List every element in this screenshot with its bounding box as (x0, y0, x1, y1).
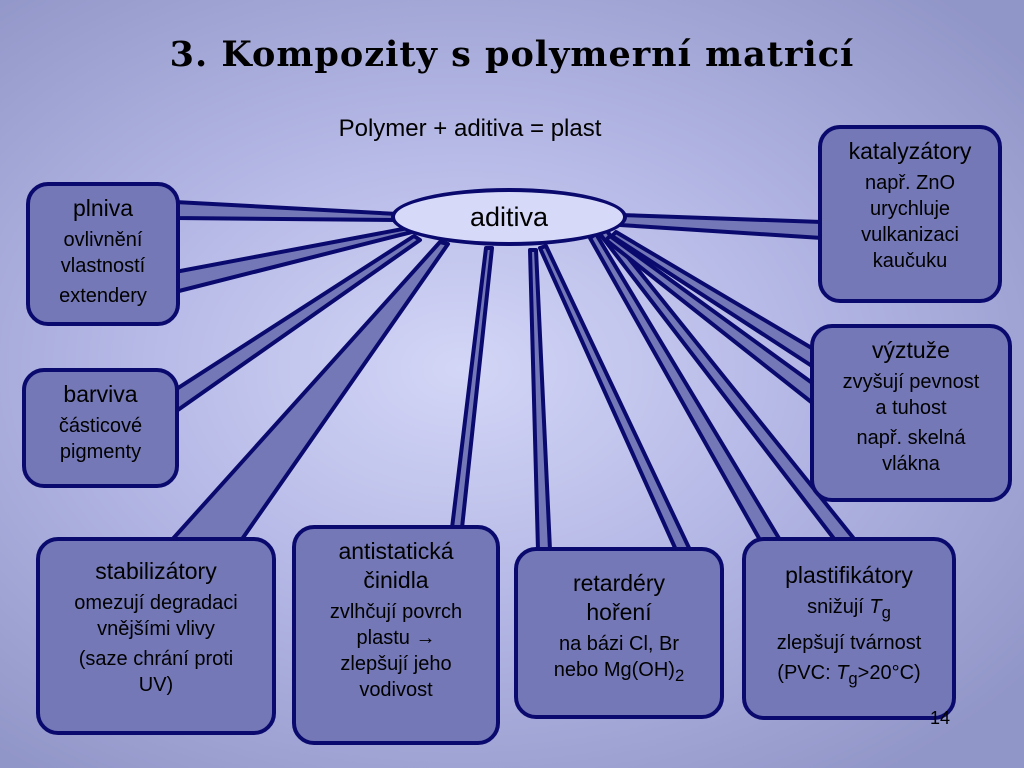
box-plniva-text: ovlivnění (63, 229, 143, 251)
box-stabilizatory: stabilizátory omezují degradaci vnějšími… (36, 537, 276, 735)
slide-subtitle: Polymer + aditiva = plast (338, 115, 602, 142)
box-katalyzatory: katalyzátory např. ZnO urychluje vulkani… (818, 125, 1002, 303)
box-plniva-text: extendery (59, 285, 147, 307)
box-stabilizatory-text: UV) (138, 674, 174, 696)
connector-stabilizatory (168, 240, 450, 544)
hub-aditiva: aditiva (391, 188, 627, 246)
box-antistaticka-heading: činidla (363, 567, 429, 593)
hub-label: aditiva (469, 201, 549, 232)
box-stabilizatory-heading: stabilizátory (95, 558, 217, 584)
box-plniva-text: vlastností (60, 255, 146, 277)
box-vyztuze-text: a tuhost (875, 397, 947, 419)
box-antistaticka-text: vodivost (359, 679, 433, 701)
box-stabilizatory-text: vnějšími vlivy (97, 618, 215, 640)
box-stabilizatory-text: omezují degradaci (74, 592, 238, 614)
box-barviva-heading: barviva (63, 381, 138, 407)
box-katalyzatory-text: kaučuku (872, 250, 948, 272)
box-plastifikatory-text: (PVC: Tg>20°C) (777, 662, 921, 688)
slide-title: 3. Kompozity s polymerní matricí (169, 34, 855, 75)
box-plastifikatory-heading: plastifikátory (785, 562, 913, 588)
box-retardery-text: nebo Mg(OH)2 (518, 657, 720, 689)
box-antistaticka-text: zlepšují jeho (340, 653, 452, 675)
box-stabilizatory-text: (saze chrání proti (78, 648, 234, 670)
box-antistaticka: antistatická činidla zvlhčují povrch pla… (292, 525, 500, 745)
box-katalyzatory-text: vulkanizaci (861, 224, 959, 246)
box-retardery-heading: hoření (586, 599, 652, 625)
box-antistaticka-text: zvlhčují povrch (329, 601, 463, 623)
connector-antistaticka (450, 246, 494, 530)
box-retardery-text: na bázi Cl, Br (558, 633, 680, 655)
box-katalyzatory-text: urychluje (869, 198, 951, 220)
box-barviva-text: částicové (58, 415, 143, 437)
box-vyztuze-text: zvyšují pevnost (842, 371, 980, 393)
box-retardery-formula-subscript: 2 (674, 666, 685, 685)
box-vyztuze-text: vlákna (882, 453, 940, 475)
box-retardery-heading: retardéry (572, 570, 666, 596)
connector-plniva (173, 200, 400, 222)
box-plniva: plniva ovlivnění vlastností extendery (26, 182, 180, 326)
box-retardery-formula: nebo Mg(OH) (553, 659, 675, 681)
box-barviva-text: pigmenty (59, 441, 142, 463)
box-vyztuze-text: např. skelná (856, 427, 966, 449)
box-plastifikatory-text: snižují Tg (807, 596, 891, 622)
connector-vyztuze-upper (610, 230, 817, 370)
connector-retardery-right (538, 244, 692, 552)
box-antistaticka-text: plastu → (356, 627, 436, 649)
box-katalyzatory-heading: katalyzátory (848, 138, 972, 164)
connector-katalyzatory (618, 213, 824, 240)
box-plniva-heading: plniva (72, 195, 134, 221)
box-plastifikatory: plastifikátory snižují Tg zlepšují tvárn… (742, 537, 956, 720)
box-retardery: retardéry hoření na bázi Cl, Br nebo Mg(… (514, 547, 724, 719)
box-katalyzatory-text: např. ZnO (864, 172, 956, 194)
box-barviva: barviva částicové pigmenty (22, 368, 179, 488)
connector-retardery (528, 248, 552, 552)
box-vyztuze: výztuže zvyšují pevnost a tuhost např. s… (810, 324, 1012, 502)
box-plastifikatory-text: zlepšují tvárnost (776, 632, 922, 654)
box-vyztuze-heading: výztuže (872, 337, 950, 363)
page-number: 14 (930, 708, 951, 728)
box-antistaticka-heading: antistatická (338, 538, 454, 564)
